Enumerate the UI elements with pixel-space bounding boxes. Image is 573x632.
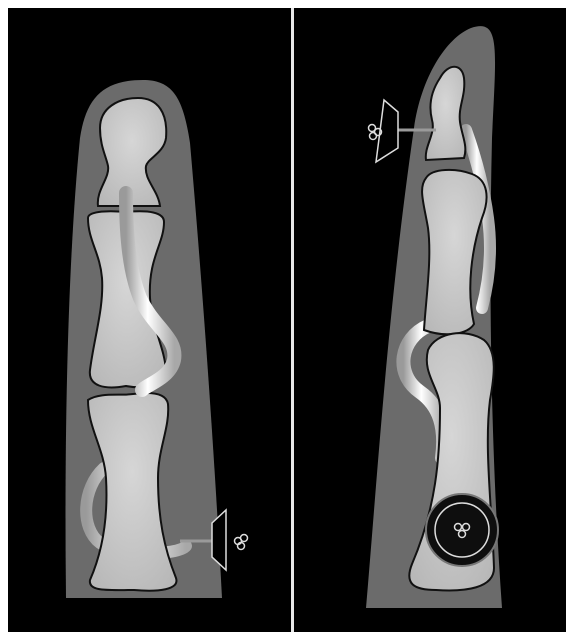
button-anchor-icon: [426, 494, 498, 566]
right-panel-lateral-view: [296, 8, 566, 632]
panel-divider: [291, 8, 294, 632]
left-finger-diagram: [8, 8, 288, 632]
left-panel-dorsal-view: [8, 8, 288, 632]
right-finger-diagram: [296, 8, 566, 632]
